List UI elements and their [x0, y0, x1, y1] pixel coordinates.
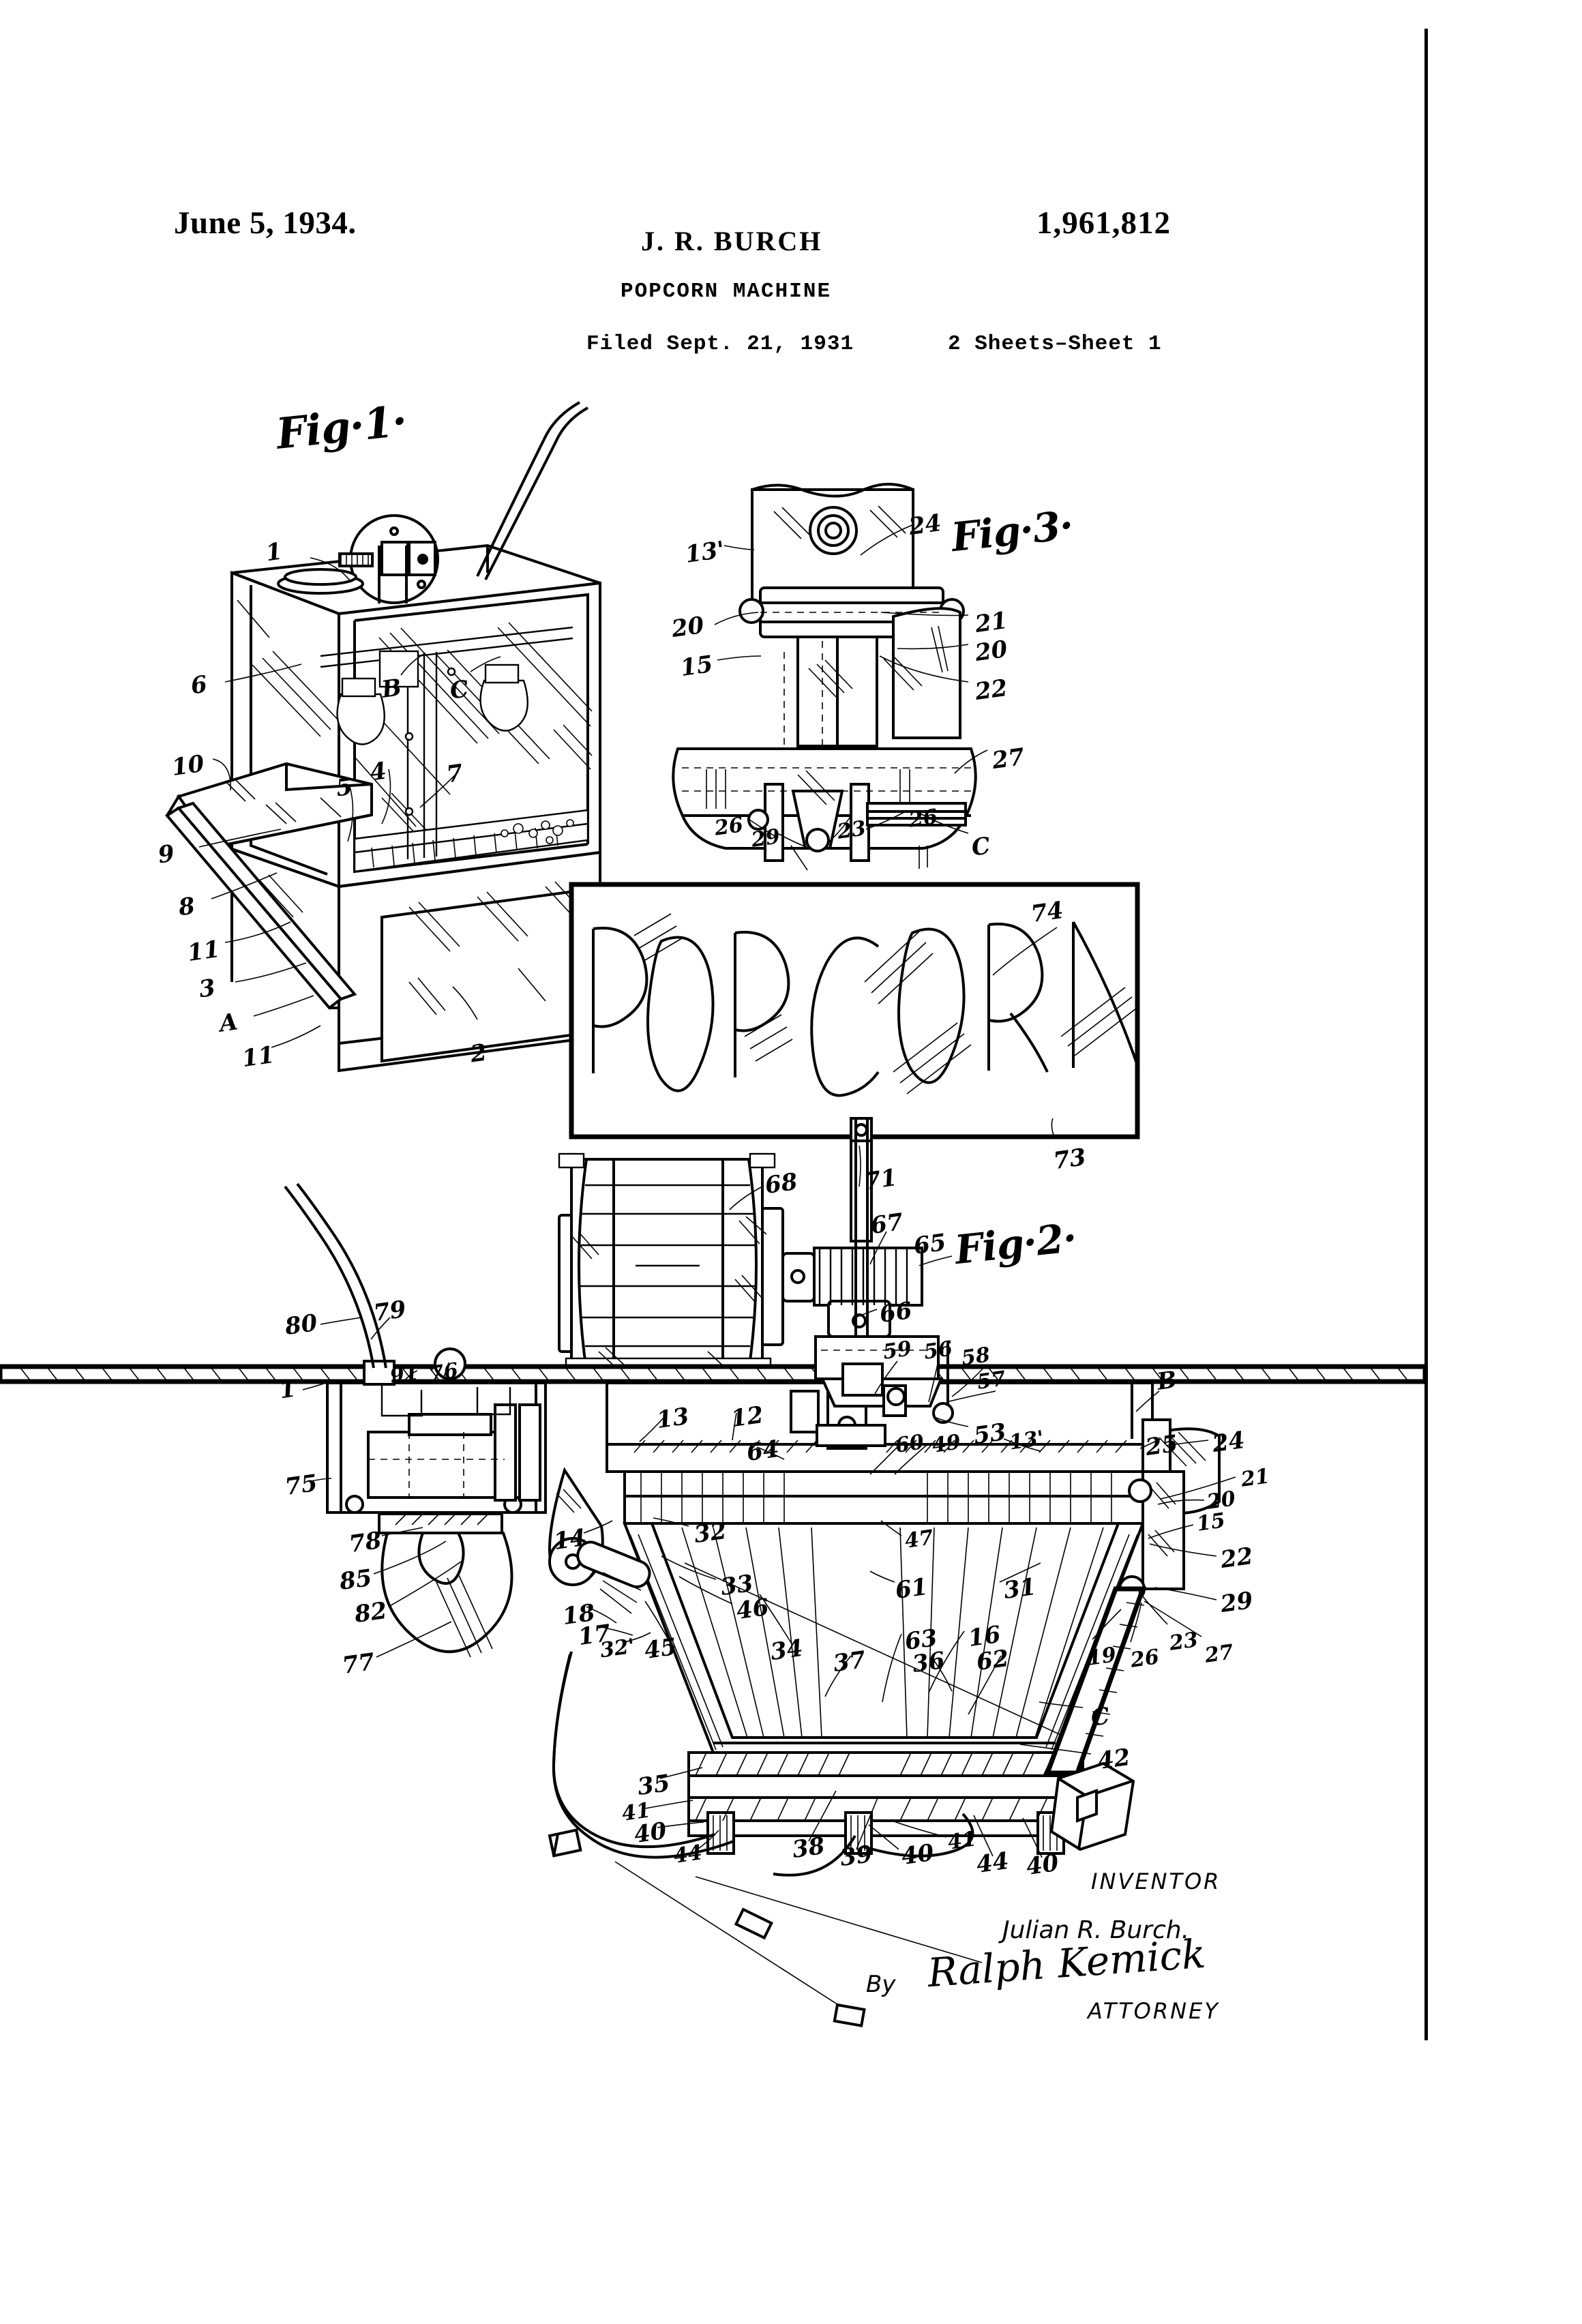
fig2-ref-46: 46 — [734, 1593, 771, 1626]
fig2-ref-32p: 32' — [598, 1634, 637, 1663]
fig2-ref-71: 71 — [863, 1163, 899, 1196]
fig2-ref-56: 56 — [922, 1337, 954, 1365]
fig2-ref-15: 15 — [1195, 1508, 1227, 1536]
fig2-ref-32: 32 — [692, 1517, 728, 1549]
by-label: By — [866, 1971, 896, 1998]
fig2-ref-24: 24 — [1210, 1426, 1247, 1459]
fig2-ref-45: 45 — [642, 1633, 678, 1665]
fig2-ref-91: 91 — [388, 1360, 420, 1388]
inventor-name: Julian R. Burch. — [1002, 1916, 1190, 1944]
fig2-ref-41b: 41 — [946, 1827, 978, 1855]
fig2-ref-39: 39 — [838, 1840, 874, 1873]
fig2-ref-82: 82 — [353, 1596, 389, 1629]
fig2-ref-40: 40 — [632, 1817, 668, 1849]
fig2-ref-75: 75 — [283, 1469, 319, 1502]
fig2-ref-68: 68 — [763, 1167, 799, 1200]
fig2-ref-66: 66 — [878, 1296, 914, 1329]
fig2-ref-25: 25 — [1144, 1429, 1180, 1462]
fig2-ref-62: 62 — [974, 1644, 1011, 1677]
fig2-ref-13: 13 — [655, 1402, 691, 1435]
fig2-ref-19: 19 — [1086, 1643, 1118, 1671]
fig2-ref-21: 21 — [1239, 1464, 1271, 1492]
fig2-ref-22: 22 — [1219, 1542, 1255, 1575]
fig2-ref-53: 53 — [972, 1418, 1008, 1450]
sheet-count: 2 Sheets–Sheet 1 — [948, 332, 1162, 356]
fig2-ref-14: 14 — [552, 1523, 588, 1556]
fig2-ref-34: 34 — [768, 1634, 805, 1667]
inventor-initials: J. R. BURCH — [641, 226, 823, 256]
fig2-ref-C: C — [1089, 1702, 1111, 1732]
fig2-ref-76: 76 — [428, 1358, 460, 1386]
fig2-ref-31: 31 — [1002, 1573, 1038, 1605]
fig2-ref-85: 85 — [338, 1564, 374, 1596]
fig2-ref-38: 38 — [790, 1832, 826, 1864]
fig2-ref-36: 36 — [910, 1646, 946, 1679]
fig2-ref-73: 73 — [1051, 1143, 1088, 1176]
fig2-ref-80: 80 — [283, 1309, 319, 1341]
fig2-ref-64: 64 — [745, 1435, 781, 1468]
fig2-ref-78: 78 — [347, 1526, 383, 1559]
fig2-ref-35: 35 — [636, 1769, 672, 1802]
fig2-ref-13p: 13' — [1007, 1426, 1046, 1455]
inventor-label: INVENTOR — [1091, 1868, 1221, 1894]
fig2-ref-57: 57 — [975, 1367, 1007, 1395]
fig2-ref-40b: 40 — [899, 1838, 936, 1871]
fig2-ref-27: 27 — [1203, 1640, 1235, 1668]
fig2-ref-26: 26 — [1129, 1645, 1161, 1673]
fig2-ref-29: 29 — [1219, 1586, 1255, 1619]
fig2-ref-42: 42 — [1096, 1743, 1132, 1776]
fig2-ref-44b: 44 — [974, 1847, 1011, 1879]
attorney-label: ATTORNEY — [1088, 1998, 1220, 2024]
filing-date: Filed Sept. 21, 1931 — [586, 332, 854, 356]
fig2-ref-60: 60 — [893, 1430, 925, 1458]
patent-title: POPCORN MACHINE — [621, 280, 832, 303]
fig2-ref-23: 23 — [1167, 1628, 1199, 1656]
patent-number: 1,961,812 — [1036, 205, 1171, 241]
fig2-ref-47: 47 — [903, 1525, 935, 1553]
fig2-ref-58: 58 — [959, 1343, 991, 1371]
right-margin-rule — [1424, 29, 1428, 2040]
fig2-ref-77: 77 — [340, 1648, 376, 1680]
fig2-ref-44: 44 — [672, 1841, 704, 1868]
fig2-ref-65: 65 — [912, 1228, 948, 1261]
patent-date: June 5, 1934. — [174, 205, 357, 241]
fig2-ref-37: 37 — [831, 1645, 867, 1678]
fig2-ref-79: 79 — [372, 1295, 408, 1328]
fig2-ref-61: 61 — [893, 1573, 929, 1605]
fig2-ref-67: 67 — [869, 1208, 905, 1240]
fig2-ref-59: 59 — [881, 1337, 913, 1365]
fig2-ref-40c: 40 — [1024, 1849, 1060, 1881]
fig2-ref-12: 12 — [729, 1401, 765, 1433]
fig2-ref-B: B — [1155, 1366, 1179, 1396]
fig2-ref-49: 49 — [930, 1430, 962, 1458]
